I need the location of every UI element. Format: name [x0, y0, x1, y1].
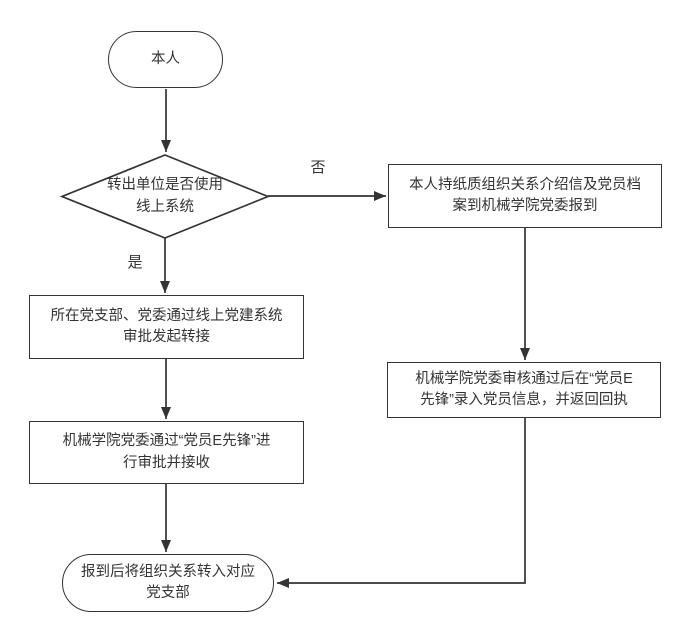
edge-label-yes: 是 [127, 254, 143, 271]
node-decision: 转出单位是否使用 线上系统 [75, 168, 255, 225]
node-record-info: 机械学院党委审核通过后在“党员E 先锋”录入党员信息，并返回回执 [387, 362, 661, 418]
edge-label-no: 否 [310, 159, 326, 176]
node-online-initiate: 所在党支部、党委通过线上党建系统 审批发起转接 [29, 295, 304, 359]
node-start-label: 本人 [151, 50, 180, 67]
node-start: 本人 [108, 31, 223, 88]
node-committee-approve: 机械学院党委通过“党员E先锋”进 行审批并接收 [29, 421, 304, 484]
node-committee-approve-label: 机械学院党委通过“党员E先锋”进 行审批并接收 [62, 433, 271, 471]
node-record-info-label: 机械学院党委审核通过后在“党员E 先锋”录入党员信息，并返回回执 [415, 370, 633, 408]
node-paper-report-label: 本人持纸质组织关系介绍信及党员档 案到机械学院党委报到 [409, 176, 641, 214]
node-paper-report: 本人持纸质组织关系介绍信及党员档 案到机械学院党委报到 [388, 164, 662, 228]
node-decision-label: 转出单位是否使用 线上系统 [107, 177, 223, 215]
node-online-initiate-label: 所在党支部、党委通过线上党建系统 审批发起转接 [50, 307, 283, 345]
node-end-label: 报到后将组织关系转入对应 党支部 [81, 563, 255, 601]
edge-record-end [277, 418, 526, 588]
node-end: 报到后将组织关系转入对应 党支部 [62, 554, 274, 612]
